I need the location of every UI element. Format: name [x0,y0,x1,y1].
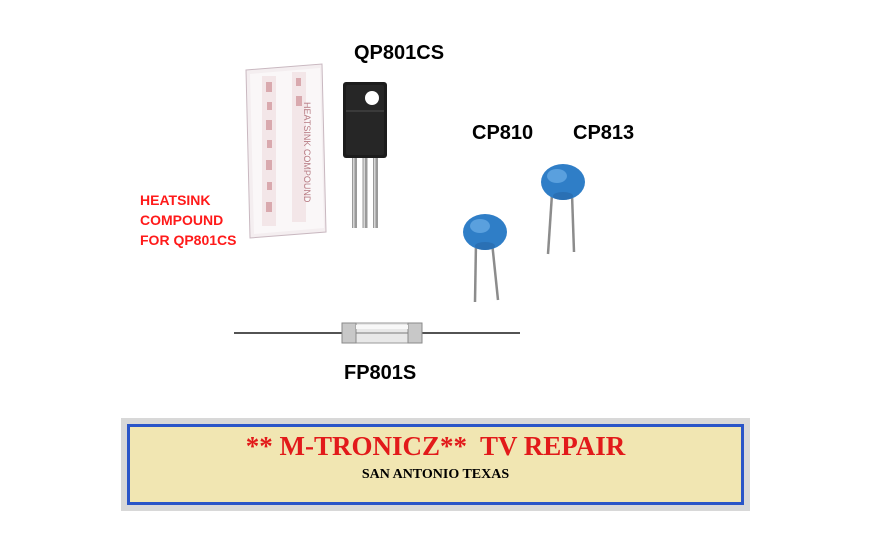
packet-print-text: HEATSINK COMPOUND [302,102,312,203]
shop-banner: ** M-TRONICZ** TV REPAIR SAN ANTONIO TEX… [121,418,750,511]
banner-title: ** M-TRONICZ** TV REPAIR [245,431,626,461]
heatsink-note-line3: FOR QP801CS [140,232,237,248]
heatsink-note: HEATSINK COMPOUND FOR QP801CS [140,190,236,250]
transistor-label: QP801CS [354,42,445,64]
heatsink-compound-packet-image: HEATSINK COMPOUND [245,63,327,239]
capacitor-cp813-label: CP813 [573,122,635,144]
capacitor-cp810-label: CP810 [472,122,534,144]
capacitor-cp810-image [463,214,507,303]
transistor-image [343,82,387,228]
shop-banner-panel: ** M-TRONICZ** TV REPAIR SAN ANTONIO TEX… [127,424,744,505]
capacitor-cp813-image [541,164,585,255]
fuse-label: FP801S [344,362,417,384]
fuse-image [234,322,520,344]
heatsink-note-line1: HEATSINK [140,192,211,208]
heatsink-note-line2: COMPOUND [140,212,224,228]
banner-subtitle: SAN ANTONIO TEXAS [361,467,510,482]
